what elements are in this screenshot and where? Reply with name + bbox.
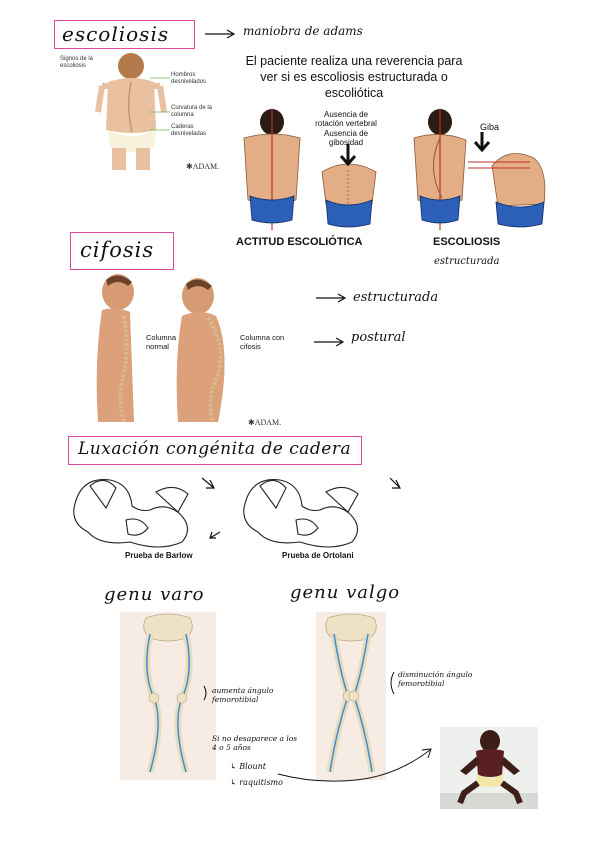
normal-spine-label: Columna normal <box>146 333 177 351</box>
varo-bracket <box>203 685 207 701</box>
scoliosis-signs-title: Signos de la escoliosis <box>60 56 94 69</box>
scoliosis-title-box <box>54 20 195 49</box>
rickets-option: ↳ raquitismo <box>230 778 283 787</box>
adams-test-figure: Ausencia de rotación vertebral Ausencia … <box>230 108 552 258</box>
barlow-ortolani-drawings <box>73 477 401 548</box>
varo-note: aumenta ángulo femorotibial <box>212 686 274 704</box>
kyphosis-spine-label: Columna con cifosis <box>240 333 285 351</box>
kyphosis-title-box <box>70 232 174 270</box>
valgo-note: disminución ángulo femorotibial <box>398 670 473 688</box>
adam-logo-2: ✱ADAM. <box>248 418 282 427</box>
signs-pointer-lines <box>150 77 170 131</box>
genu-varo-skeleton <box>120 612 216 780</box>
no-rotation-label: Ausencia de rotación vertebral <box>315 110 377 128</box>
hip-title: Luxación congénita de cadera <box>78 439 352 459</box>
arrow-icon <box>205 29 236 39</box>
hump-label: Giba <box>480 122 500 132</box>
scoliosis-title: escoliosis <box>62 22 170 46</box>
barlow-test-label: Prueba de Barlow <box>125 551 193 560</box>
sign-shoulders: Hombros desnivelados <box>171 72 207 85</box>
ortolani-test-label: Prueba de Ortolani <box>282 551 354 560</box>
sign-hips: Caderas desniveladas <box>171 124 207 137</box>
genu-valgo-skeleton <box>316 612 386 780</box>
child-back-figure <box>95 53 167 170</box>
adams-description: El paciente realiza una reverencia para … <box>245 54 463 100</box>
kyphosis-figures <box>96 274 225 423</box>
arrow-icon <box>316 293 347 303</box>
blount-option: ↳ Blount <box>230 762 267 771</box>
persistence-note: Si no desaparece a los 4 o 5 años <box>212 734 298 752</box>
valgo-bracket <box>390 671 395 695</box>
adam-logo: ✱ADAM. <box>186 162 220 171</box>
escoliosis-figures <box>413 109 546 230</box>
kyphosis-note-structured: estructurada <box>353 290 439 305</box>
sign-curvature: Curvatura de la columna <box>171 105 213 118</box>
no-hump-label: Ausencia de gibosidad <box>323 129 369 147</box>
kyphosis-note-postural: postural <box>351 330 406 345</box>
genu-valgo-title: genu valgo <box>290 582 401 603</box>
actitud-escoliotica-caption: ACTITUD ESCOLIÓTICA <box>236 236 363 248</box>
genu-varo-title: genu varo <box>104 584 205 605</box>
kyphosis-title: cifosis <box>80 238 155 262</box>
actitud-escoliotica-figures <box>243 109 377 230</box>
curved-arrow-icon <box>277 748 432 782</box>
hip-title-box <box>68 436 362 465</box>
escoliosis-caption: ESCOLIOSIS <box>433 236 501 248</box>
child-squat-photo <box>440 727 538 809</box>
arrow-icon <box>314 337 345 347</box>
escoliosis-note: estructurada <box>434 256 500 267</box>
adams-maneuver-note: maniobra de adams <box>243 24 363 38</box>
